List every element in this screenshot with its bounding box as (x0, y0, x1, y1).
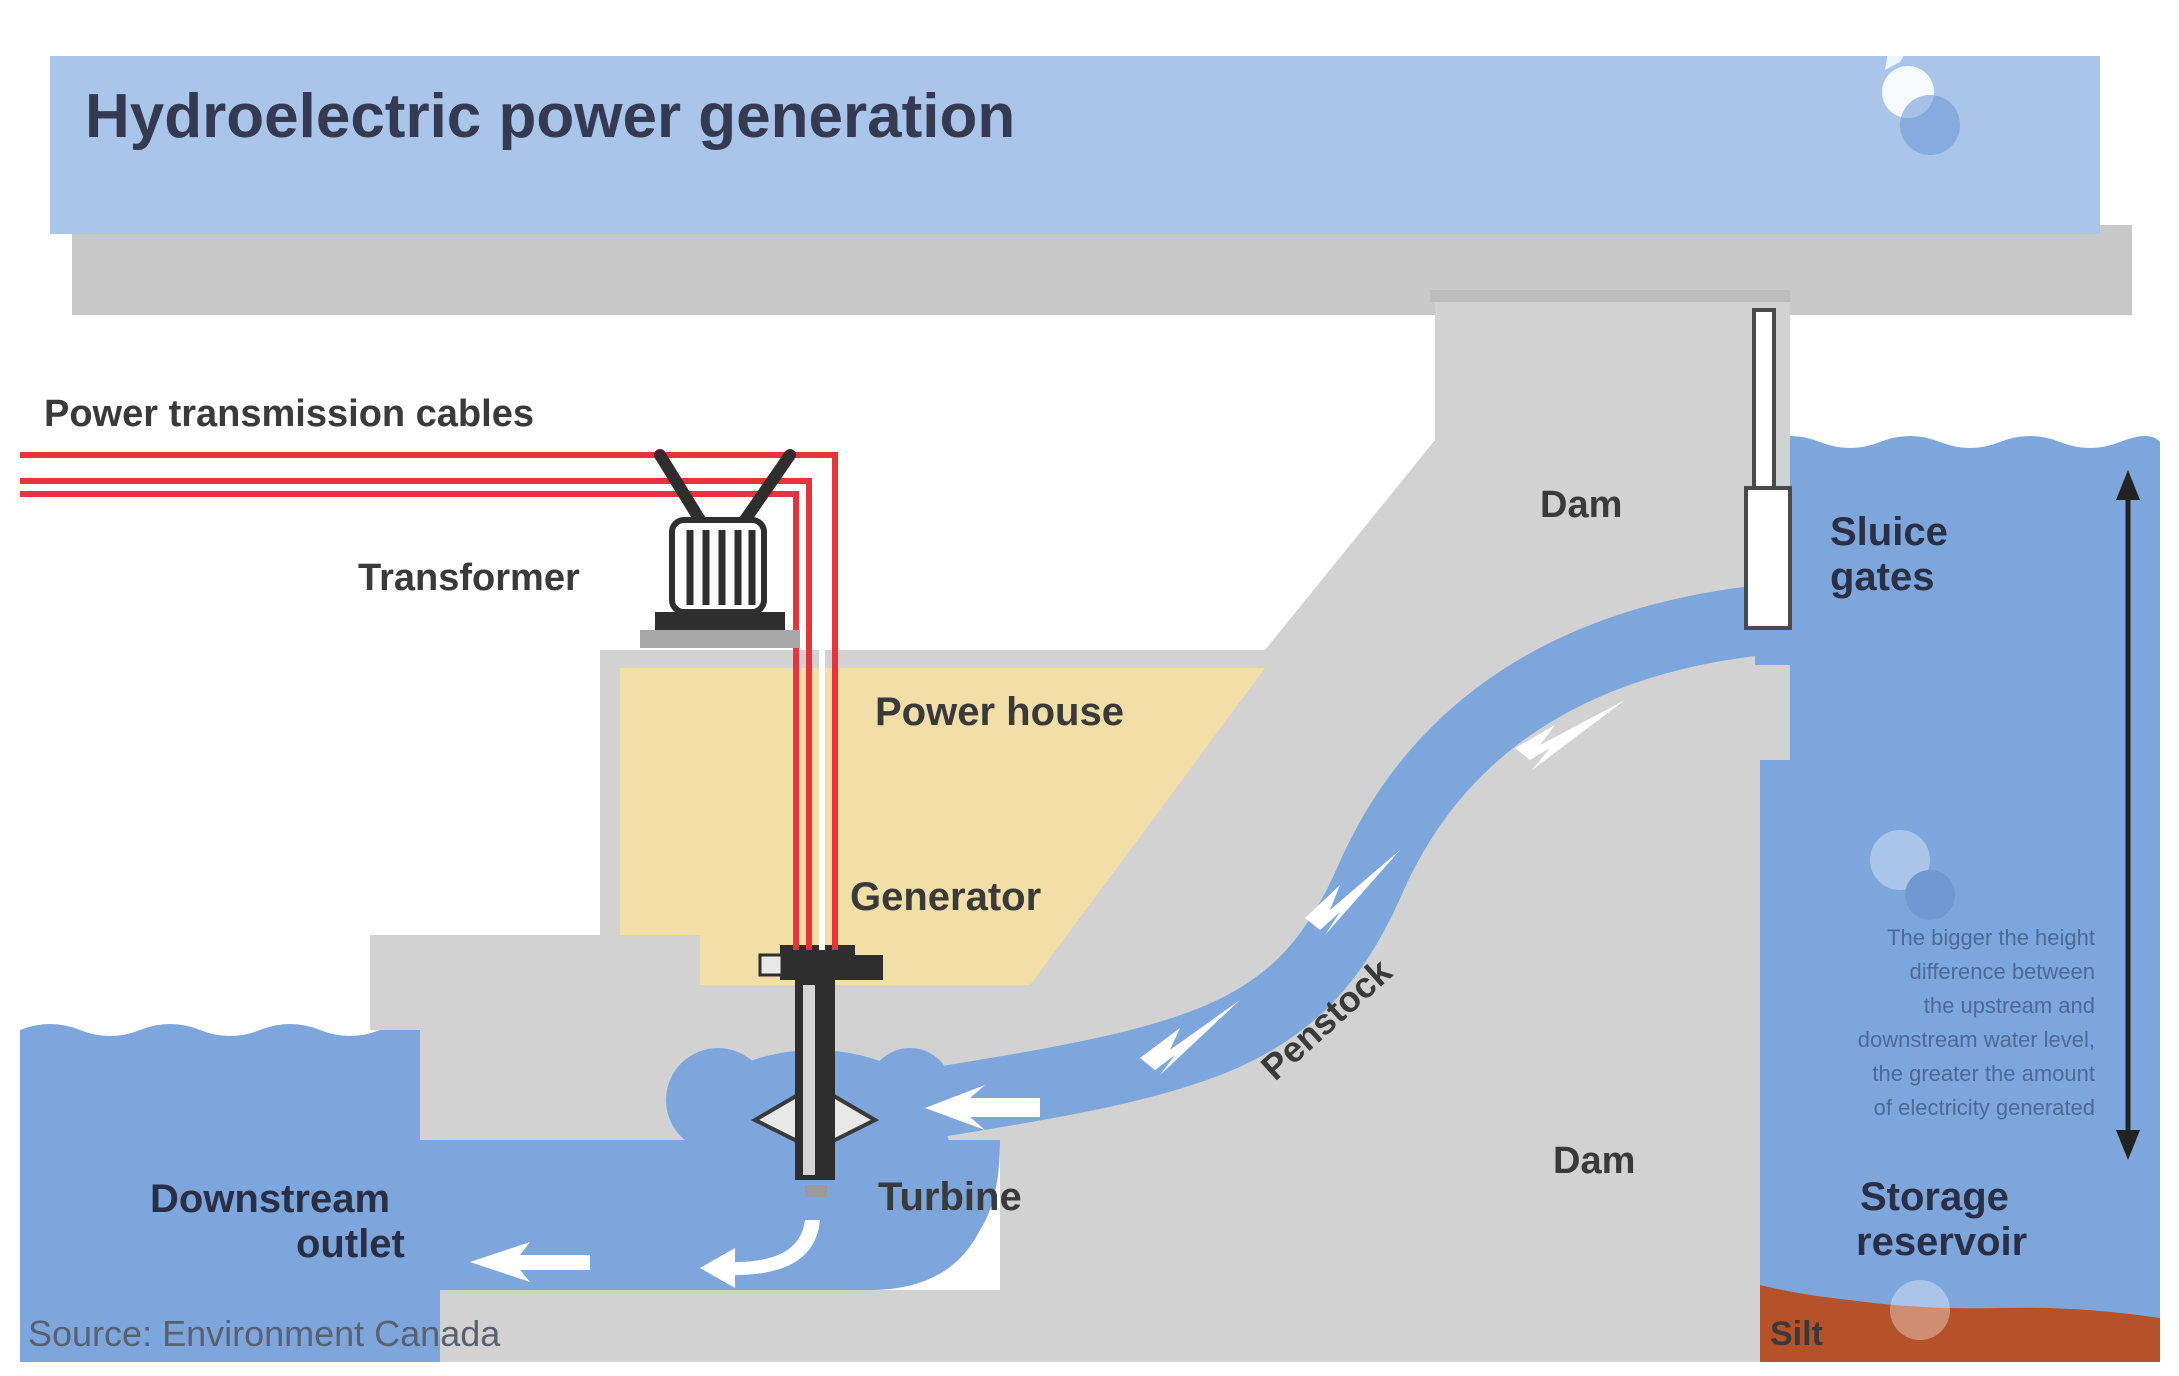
label-generator: Generator (850, 875, 1041, 919)
silt-layer (1760, 1285, 2160, 1362)
flow-arrow-6 (470, 1242, 590, 1282)
transformer (640, 449, 800, 648)
label-silt: Silt (1770, 1315, 1823, 1353)
label-dam-upper: Dam (1540, 484, 1622, 526)
power-transmission-cables (20, 452, 838, 950)
turbine-assembly (750, 945, 883, 1197)
height-note: The bigger the height difference between… (1858, 925, 2095, 1120)
sluice-gate-rod (1752, 308, 1776, 492)
note-line: the upstream and (1924, 993, 2095, 1018)
label-storage-reservoir-line1: Storage (1860, 1175, 2009, 1219)
diagram-title: Hydroelectric power generation (85, 82, 1015, 151)
note-line: the greater the amount (1872, 1061, 2095, 1086)
label-turbine: Turbine (878, 1175, 1022, 1219)
flow-arrow-3 (1140, 1000, 1240, 1075)
flow-arrows (470, 700, 1625, 1288)
power-house-room (620, 668, 1265, 985)
transformer-base (640, 630, 800, 648)
label-storage-reservoir-line2: reservoir (1856, 1220, 2027, 1264)
label-dam-lower: Dam (1553, 1140, 1635, 1182)
water-drop-icon (1882, 40, 1960, 155)
note-line: The bigger the height (1887, 925, 2095, 950)
note-line: difference between (1909, 959, 2095, 984)
sluice-gate-panel (1744, 486, 1792, 630)
flow-arrow-4 (925, 1085, 1040, 1130)
sluice-gate (1744, 308, 1792, 630)
label-sluice-gates-line1: Sluice (1830, 510, 1948, 554)
title-banner: Hydroelectric power generation (50, 40, 2132, 315)
downstream-water-body (20, 1024, 440, 1362)
title-banner-background (50, 56, 2100, 234)
source-credit: Source: Environment Canada (28, 1313, 501, 1354)
storage-reservoir (1760, 436, 2160, 1362)
label-downstream-outlet-line2: outlet (296, 1222, 405, 1266)
dam-crest (1430, 290, 1790, 302)
power-house (620, 668, 1265, 985)
flow-arrow-1 (1515, 700, 1625, 770)
flow-arrow-5 (700, 1220, 820, 1288)
height-difference-arrow (2116, 470, 2140, 1160)
label-power-house: Power house (875, 690, 1124, 734)
label-transformer: Transformer (358, 557, 580, 599)
note-line: downstream water level, (1858, 1027, 2095, 1052)
label-power-transmission-cables: Power transmission cables (44, 393, 534, 435)
reservoir-water (1760, 436, 2160, 1330)
label-sluice-gates-line2: gates (1830, 555, 1935, 599)
note-line: of electricity generated (1874, 1095, 2095, 1120)
generator-unit (780, 945, 855, 980)
reservoir-bubbles (1870, 830, 1955, 1340)
title-banner-shadow (72, 225, 2132, 315)
flow-arrow-2 (1305, 850, 1400, 935)
label-downstream-outlet-line1: Downstream (150, 1177, 390, 1221)
downstream-water (20, 1024, 440, 1362)
